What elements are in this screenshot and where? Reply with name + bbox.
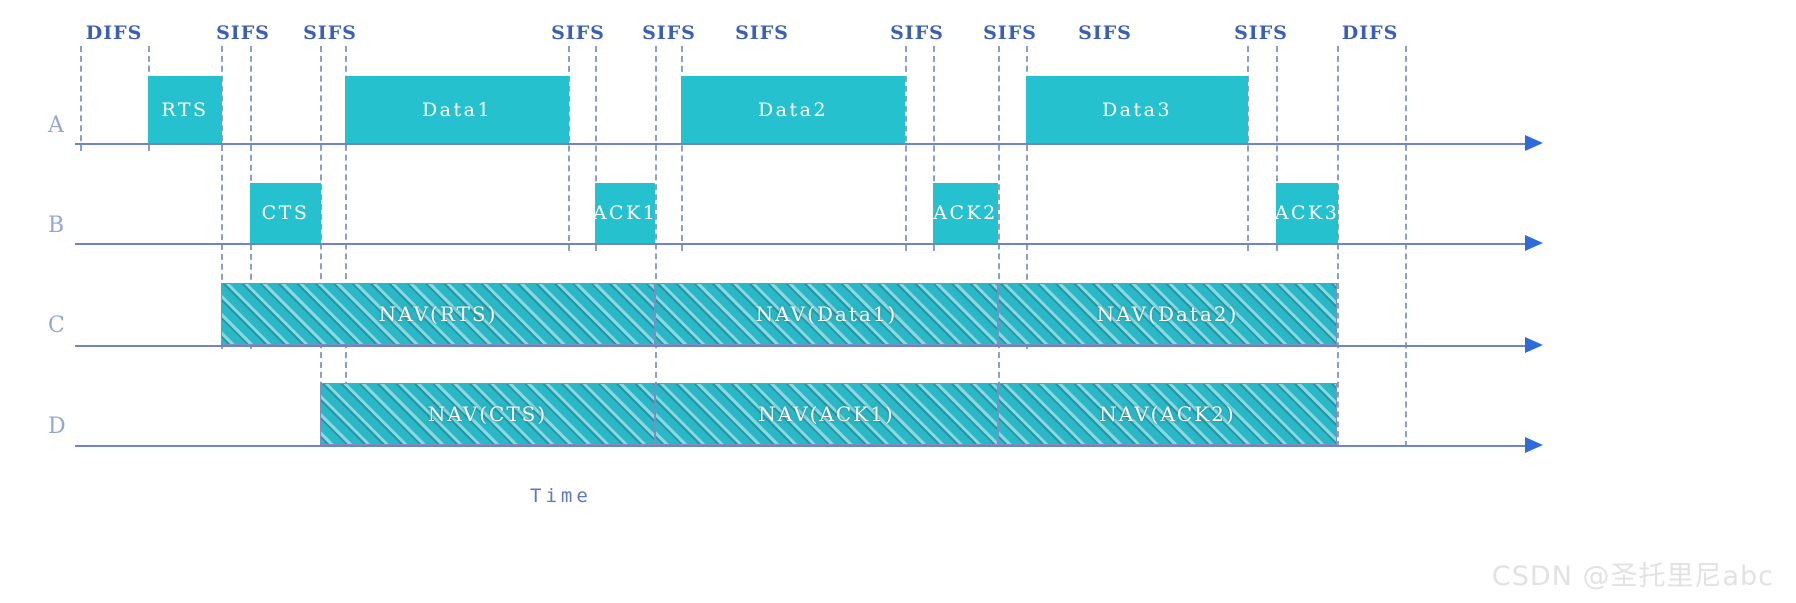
nav-bar-navrts: NAV(RTS) [221, 283, 655, 345]
ifs-interval-label: DIFS [1341, 22, 1399, 44]
nav-bar-label: NAV(Data1) [755, 302, 898, 326]
time-axis-label: Time [530, 485, 592, 507]
row-letter-b: B [48, 213, 66, 238]
frame-block-cts: CTS [250, 183, 321, 243]
ifs-interval-label: SIFS [735, 22, 789, 44]
frame-block-label: CTS [261, 202, 310, 224]
ifs-interval-label: SIFS [1234, 22, 1288, 44]
row-baseline-c [75, 345, 1525, 347]
frame-block-ack2: ACK2 [933, 183, 998, 243]
nav-bar-label: NAV(ACK1) [758, 402, 895, 426]
frame-block-data1: Data1 [345, 76, 569, 143]
nav-bar-label: NAV(RTS) [378, 302, 498, 326]
ifs-interval-label: SIFS [890, 22, 944, 44]
nav-bar-label: NAV(CTS) [427, 402, 548, 426]
nav-bar-label: NAV(Data2) [1096, 302, 1239, 326]
frame-block-label: ACK2 [933, 202, 998, 224]
time-marker-line [80, 46, 82, 151]
frame-block-label: ACK1 [592, 202, 658, 224]
time-arrow-icon [1525, 437, 1543, 453]
frame-block-ack1: ACK1 [592, 183, 658, 243]
time-marker-line [905, 46, 907, 251]
frame-block-rts: RTS [148, 76, 222, 143]
nav-bar-navcts: NAV(CTS) [320, 383, 655, 445]
row-baseline-b [75, 243, 1525, 245]
frame-block-data2: Data2 [681, 76, 905, 143]
csdn-watermark: CSDN @圣托里尼abc [1491, 561, 1774, 592]
nav-bar-navdata2: NAV(Data2) [998, 283, 1337, 345]
nav-bar-navack2: NAV(ACK2) [998, 383, 1337, 445]
ifs-interval-label: SIFS [642, 22, 696, 44]
frame-block-label: RTS [161, 98, 209, 121]
row-baseline-a [75, 143, 1525, 145]
frame-block-ack3: ACK3 [1274, 183, 1340, 243]
time-marker-line [1405, 46, 1407, 447]
row-letter-d: D [48, 414, 67, 439]
ifs-interval-label: SIFS [303, 22, 357, 44]
ifs-interval-label: SIFS [551, 22, 605, 44]
row-baseline-d [75, 445, 1525, 447]
frame-block-data3: Data3 [1026, 76, 1248, 143]
frame-block-label: Data3 [1101, 98, 1173, 121]
ifs-interval-label: SIFS [1078, 22, 1132, 44]
time-arrow-icon [1525, 135, 1543, 151]
row-letter-c: C [48, 313, 66, 338]
nav-bar-label: NAV(ACK2) [1099, 402, 1236, 426]
time-arrow-icon [1525, 337, 1543, 353]
ifs-interval-label: SIFS [216, 22, 270, 44]
nav-bar-navack1: NAV(ACK1) [655, 383, 998, 445]
frame-block-label: Data1 [421, 98, 493, 121]
nav-bar-navdata1: NAV(Data1) [655, 283, 998, 345]
row-letter-a: A [48, 113, 65, 138]
frame-block-label: ACK3 [1274, 202, 1340, 224]
time-arrow-icon [1525, 235, 1543, 251]
frame-block-label: Data2 [757, 98, 829, 121]
ifs-interval-label: SIFS [983, 22, 1037, 44]
ifs-interval-label: DIFS [85, 22, 143, 44]
time-marker-line [1337, 46, 1339, 447]
